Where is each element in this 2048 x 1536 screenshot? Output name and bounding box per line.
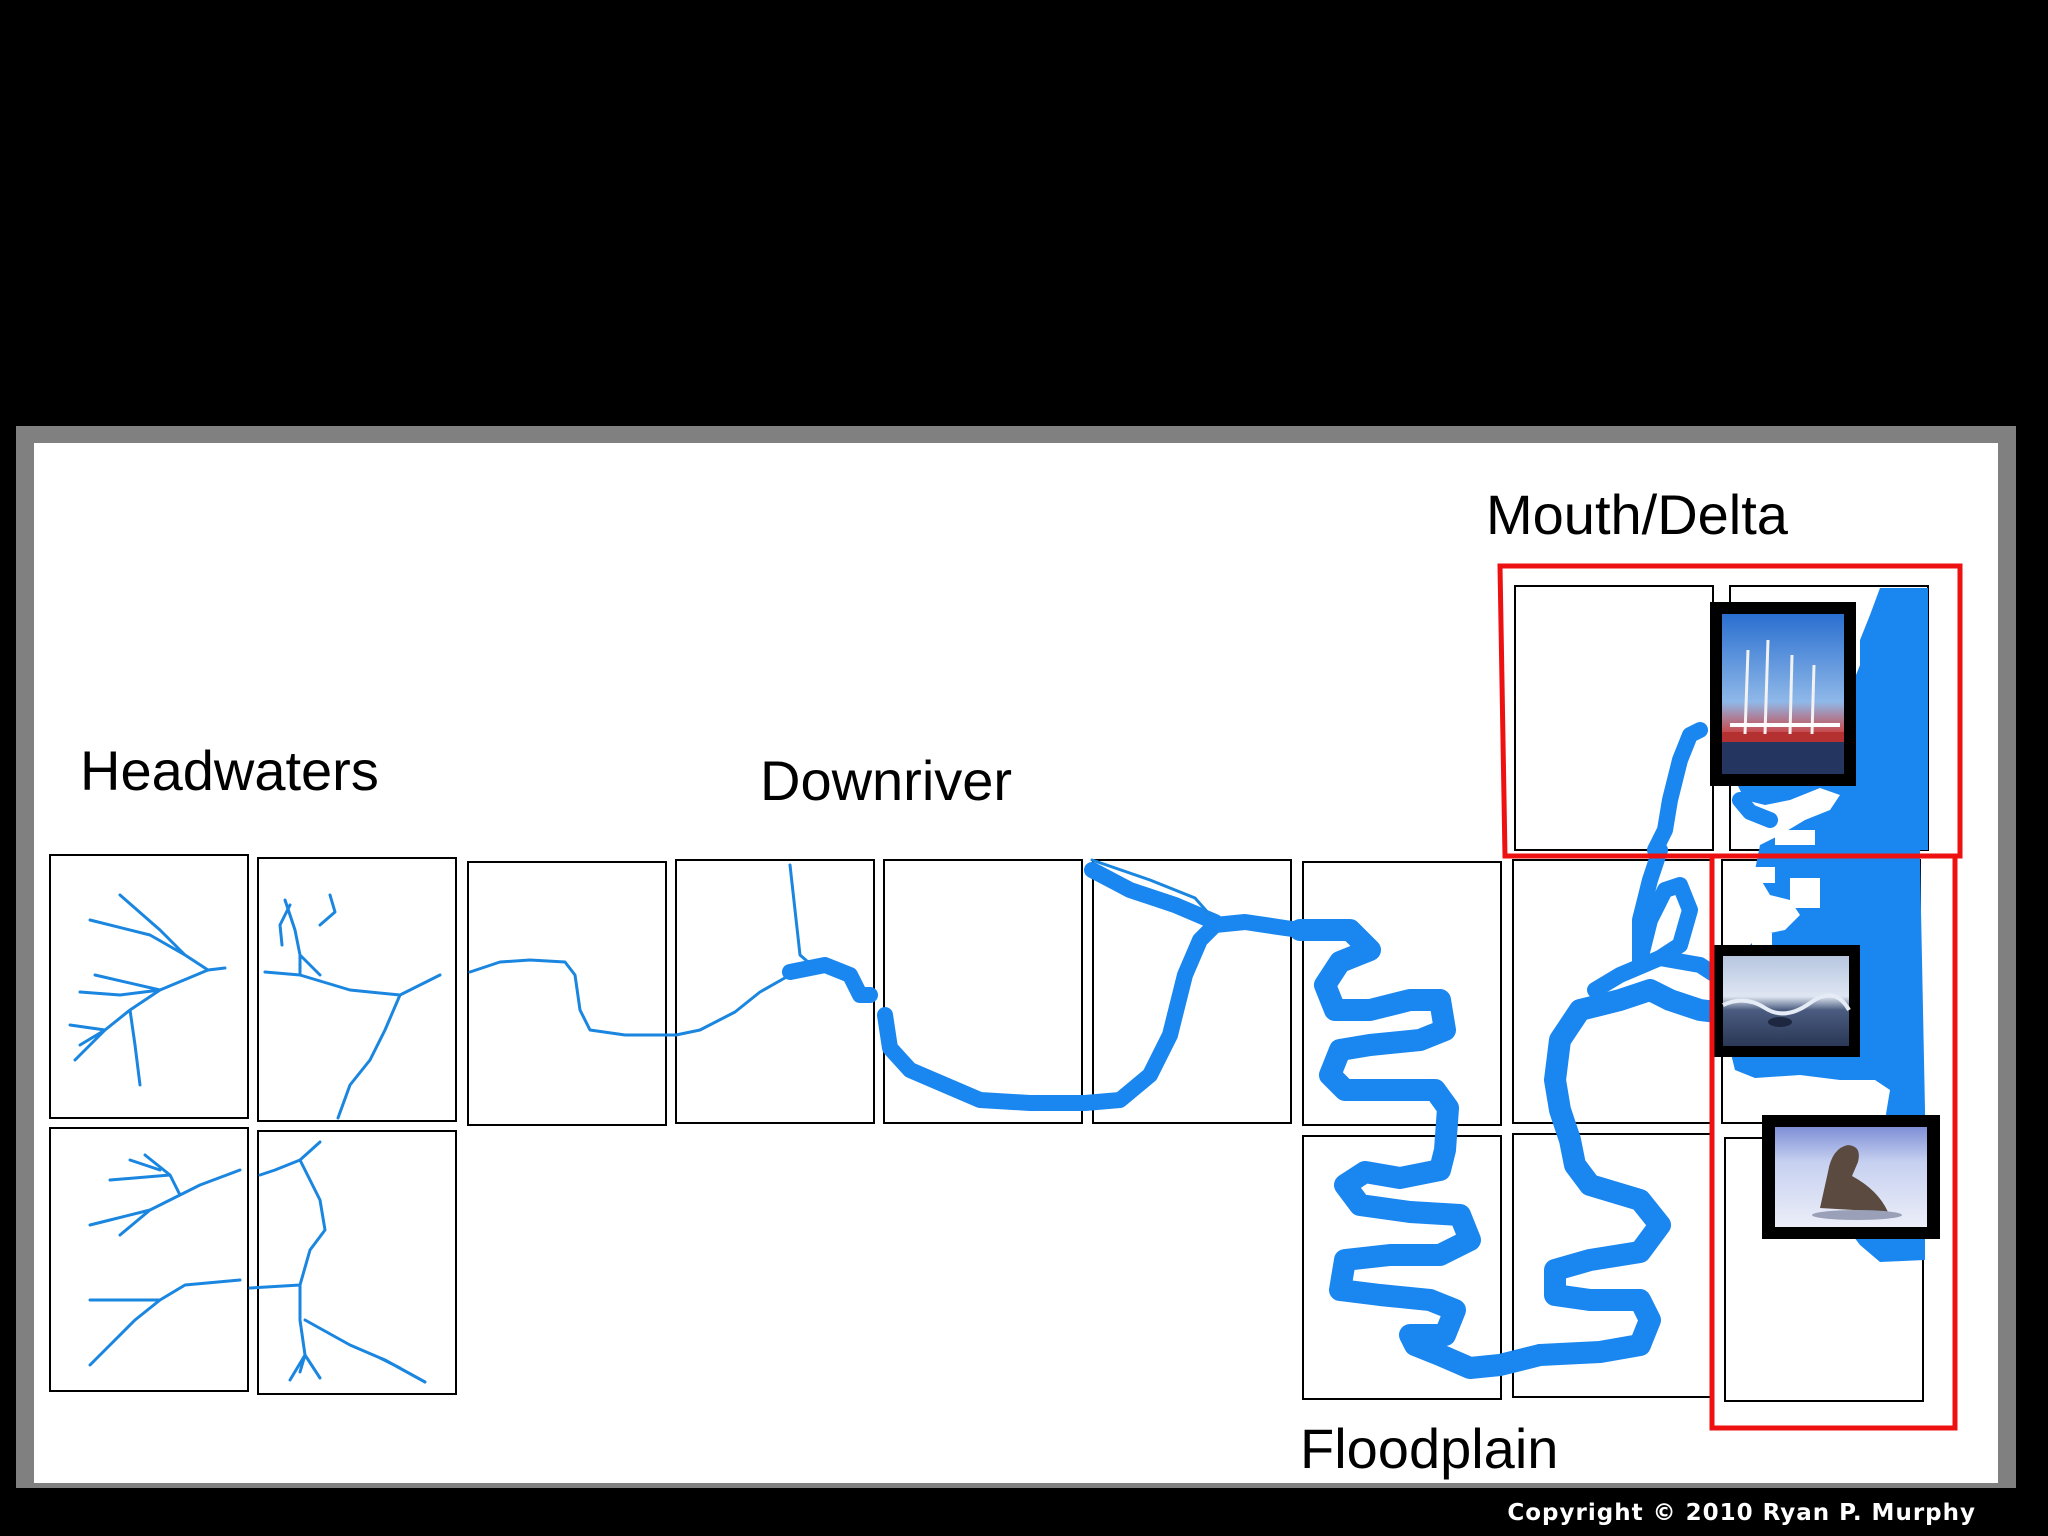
tile	[675, 859, 875, 1124]
downriver-meander	[877, 858, 1308, 1111]
tile	[467, 861, 667, 1126]
headwater-streams	[68, 893, 442, 1384]
headwaters-tiles	[49, 854, 457, 1395]
mouth-delta-label: Mouth/Delta	[1486, 483, 1789, 546]
tile	[1092, 859, 1292, 1124]
downriver-channel	[468, 863, 878, 1037]
headwaters-label: Headwaters	[80, 739, 379, 802]
mouth-highlight	[1497, 563, 1963, 1431]
tile	[49, 854, 249, 1119]
tile	[883, 859, 1083, 1124]
tile	[1514, 585, 1714, 851]
floodplain-label: Floodplain	[1300, 1417, 1558, 1480]
tile	[257, 1130, 457, 1395]
shrimp-boat-photo	[1710, 602, 1856, 786]
tile	[49, 1127, 249, 1392]
copyright-notice: Copyright © 2010 Ryan P. Murphy	[1507, 1500, 1976, 1526]
downriver-tiles	[467, 859, 1921, 1126]
ocean-waves-photo	[1712, 945, 1860, 1057]
sea-lion-photo	[1762, 1115, 1940, 1239]
downriver-label: Downriver	[760, 749, 1012, 812]
